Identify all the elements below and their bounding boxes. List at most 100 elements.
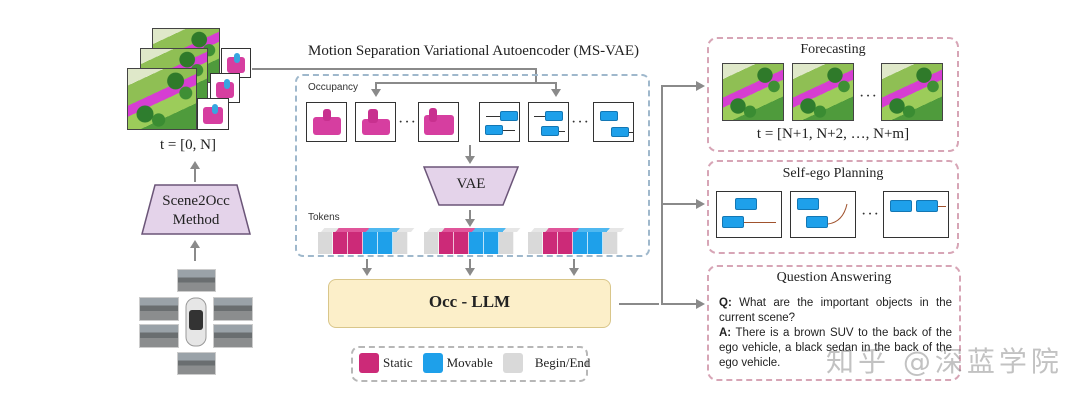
movable-occupancy-frame: [479, 102, 520, 142]
ellipsis: ···: [398, 114, 417, 131]
method-label-line1: Scene2Occ: [162, 193, 230, 209]
arrow-head-right: [696, 81, 705, 91]
static-cube-icon: [359, 353, 379, 373]
arrow-head-down: [371, 89, 381, 97]
arrow-head-right: [696, 299, 705, 309]
connector-to-planning: [661, 203, 697, 205]
arrow-head-down: [465, 268, 475, 276]
token-begin: [424, 232, 439, 254]
token-sequence: [528, 228, 625, 254]
planning-panel: [707, 160, 959, 254]
answer-prefix: A:: [719, 327, 732, 339]
connector-to-forecasting: [661, 85, 697, 87]
token-movable: [484, 232, 499, 254]
token-end: [499, 232, 514, 254]
arrow-method-to-occupancy: [194, 168, 196, 182]
ms-vae-title: Motion Separation Variational Autoencode…: [308, 43, 640, 59]
planning-frame: [883, 191, 949, 238]
occ-llm-label: Occ - LLM: [428, 292, 511, 311]
camera-back-right: [213, 324, 253, 348]
question-text: What are the important objects in the cu…: [719, 297, 952, 324]
token-movable: [469, 232, 484, 254]
connector-to-qa: [661, 303, 697, 305]
token-static: [543, 232, 558, 254]
connector-left-drop: [375, 82, 377, 90]
input-time-label: t = [0, N]: [160, 137, 216, 153]
arrow-tokens-to-llm: [573, 259, 575, 269]
tokens-label: Tokens: [308, 212, 340, 223]
token-static: [454, 232, 469, 254]
forecasting-panel: [707, 37, 959, 152]
ellipsis: ···: [859, 88, 878, 105]
connector-trunk: [661, 85, 663, 305]
qa-title: Question Answering: [776, 270, 892, 285]
token-movable: [588, 232, 603, 254]
arrow-occupancy-to-vae: [469, 145, 471, 157]
arrow-head-up: [190, 161, 200, 169]
ellipsis: ···: [571, 114, 590, 131]
movable-cube-icon: [422, 353, 443, 373]
occupancy-frame-1: [127, 68, 197, 130]
arrow-head-down: [465, 219, 475, 227]
forecast-frame: [792, 63, 854, 121]
arrow-head-down: [362, 268, 372, 276]
qa-panel: [707, 265, 961, 381]
camera-front-right: [213, 297, 253, 321]
watermark: 知乎 @深蓝学院: [826, 345, 1063, 378]
legend-static-label: Static: [383, 355, 413, 370]
token-top-face: [531, 228, 625, 232]
connector-branch: [375, 82, 556, 84]
token-begin: [528, 232, 543, 254]
forecast-frame: [881, 63, 943, 121]
token-begin: [318, 232, 333, 254]
arrow-tokens-to-llm: [366, 259, 368, 269]
planning-frame: [790, 191, 856, 238]
token-static: [333, 232, 348, 254]
movable-occupancy-frame: [528, 102, 569, 142]
token-movable: [573, 232, 588, 254]
token-end: [603, 232, 618, 254]
token-sequence: [424, 228, 521, 254]
connector-llm-out: [619, 303, 659, 305]
legend-movable-label: Movable: [446, 355, 493, 370]
begin-end-cube-icon: [502, 353, 523, 373]
camera-front-left: [139, 297, 179, 321]
token-movable: [363, 232, 378, 254]
legend-box: [351, 346, 588, 382]
arrow-head-down: [465, 156, 475, 164]
camera-back: [177, 352, 216, 375]
ellipsis: ···: [861, 206, 880, 223]
forecast-time-label: t = [N+1, N+2, …, N+m]: [756, 126, 910, 142]
legend-begin-end-label: Begin/End: [534, 355, 591, 370]
ego-car-icon: [185, 297, 207, 347]
token-static: [439, 232, 454, 254]
static-occupancy-thumb-3: [197, 98, 229, 130]
connector-occupancy-to-vae: [252, 68, 536, 70]
movable-occupancy-frame: [593, 102, 634, 142]
question-prefix: Q:: [719, 297, 732, 309]
token-end: [393, 232, 408, 254]
vae-label: VAE: [456, 176, 486, 192]
planning-frame: [716, 191, 782, 238]
arrow-head-up: [190, 240, 200, 248]
token-movable: [378, 232, 393, 254]
planning-title: Self-ego Planning: [782, 166, 884, 181]
ms-vae-container: [295, 74, 650, 257]
forecast-frame: [722, 63, 784, 121]
occupancy-label: Occupancy: [308, 82, 359, 93]
token-static: [348, 232, 363, 254]
arrow-head-down: [569, 268, 579, 276]
static-occupancy-frame: [355, 102, 396, 142]
token-static: [558, 232, 573, 254]
scene2occ-method-box: [141, 184, 251, 235]
token-sequence: [318, 228, 415, 254]
answer-text: There is a brown SUV to the back of the …: [719, 327, 952, 369]
camera-back-left: [139, 324, 179, 348]
arrow-head-down: [551, 89, 561, 97]
static-occupancy-frame: [418, 102, 459, 142]
arrow-vae-to-tokens: [469, 210, 471, 220]
token-top-face: [321, 228, 415, 232]
qa-content: Q: What are the important objects in the…: [719, 296, 952, 371]
vae-box: [423, 166, 519, 206]
occ-llm-box: [328, 279, 611, 328]
